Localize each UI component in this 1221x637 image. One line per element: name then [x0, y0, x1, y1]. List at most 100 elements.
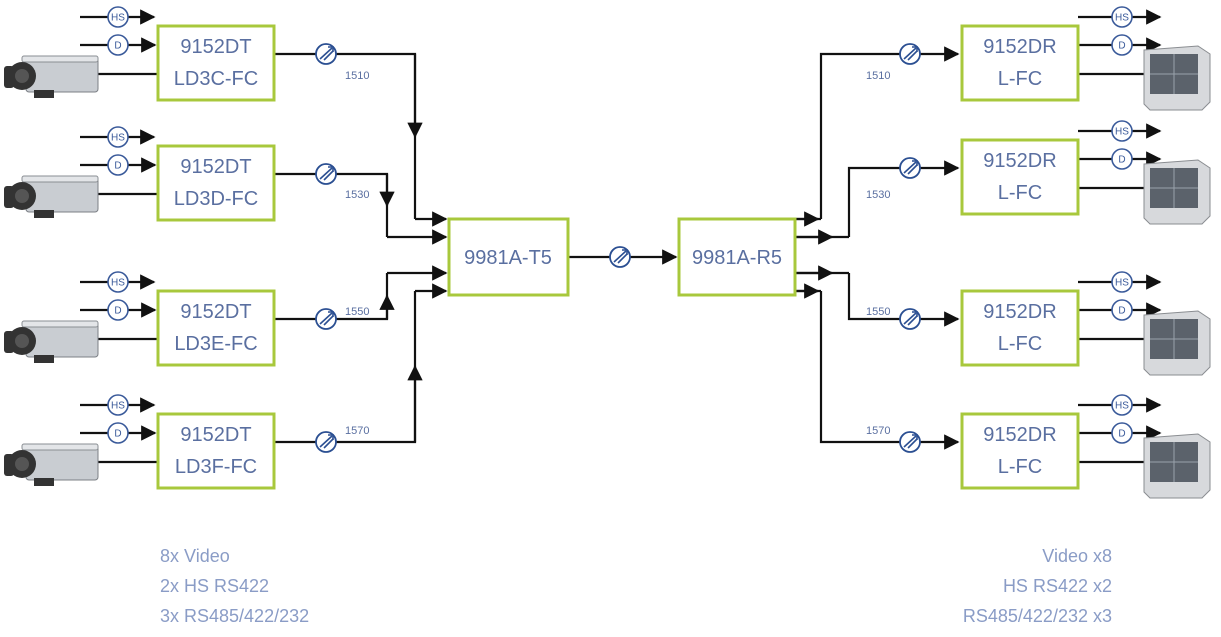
receiver-box: 9152DR L-FC: [960, 24, 1080, 102]
receiver-model: 9152DR: [983, 150, 1056, 172]
transmitter-model: 9152DT: [180, 424, 251, 446]
hs-signal: HS: [1111, 120, 1133, 142]
hs-signal-label: HS: [111, 13, 125, 24]
d-signal-label: D: [1118, 306, 1125, 317]
fiber-icon-ray: [319, 47, 333, 60]
d-signal: D: [107, 34, 129, 56]
camera-body: [25, 177, 99, 213]
fiber-optic-icon: [899, 308, 921, 330]
receiver-frame: [960, 24, 1080, 102]
right-caption-line: HS RS422 x2: [1003, 576, 1112, 596]
camera-icon: [4, 55, 99, 98]
hs-signal-label: HS: [111, 278, 125, 289]
wavelength-label: 1570: [345, 425, 369, 437]
fiber-icon-ray: [903, 47, 917, 60]
transmitter-variant: LD3F-FC: [175, 456, 257, 478]
fiber-icon-ray: [907, 315, 918, 326]
transmitter-frame: [156, 412, 276, 490]
fiber-icon-ray: [617, 253, 628, 264]
d-signal: D: [107, 299, 129, 321]
d-signal-label: D: [114, 161, 121, 172]
monitor-icon: [1143, 433, 1211, 499]
demux-label: 9981A-R5: [692, 247, 782, 269]
right-caption: Video x8 HS RS422 x2 RS485/422/232 x3: [963, 546, 1112, 626]
d-signal: D: [1111, 299, 1133, 321]
hs-signal: HS: [1111, 394, 1133, 416]
transmitter-model: 9152DT: [180, 301, 251, 323]
hs-signal-circle: [107, 271, 129, 293]
transmitter-model: 9152DT: [180, 36, 251, 58]
d-signal-circle: [1111, 299, 1133, 321]
hs-signal-label: HS: [111, 133, 125, 144]
camera-lens-inner: [15, 457, 29, 471]
transmitter-frame: [156, 144, 276, 222]
d-signal-circle: [1111, 34, 1133, 56]
d-signal-label: D: [114, 306, 121, 317]
d-signal-label: D: [1118, 155, 1125, 166]
monitor-icon: [1143, 310, 1211, 376]
d-signal-label: D: [1118, 41, 1125, 52]
left-caption-line: 3x RS485/422/232: [160, 606, 309, 626]
fiber-optic-icon: [315, 308, 337, 330]
monitor-icon: [1143, 45, 1211, 111]
hs-signal: HS: [107, 271, 129, 293]
fiber-icon-head: [912, 311, 918, 317]
camera-front: [4, 186, 14, 208]
fiber-optic-icon: [315, 431, 337, 453]
transmitter-box: 9152DT LD3E-FC: [156, 289, 276, 367]
fiber-icon-head: [912, 46, 918, 52]
d-signal: D: [1111, 422, 1133, 444]
transmitter-variant: LD3E-FC: [174, 333, 257, 355]
fiber-icon-ray: [319, 312, 333, 325]
mux-box: 9981A-T5: [447, 217, 570, 297]
wavelength-label: 1510: [866, 70, 890, 82]
camera-front: [4, 454, 14, 476]
transmitter-frame: [156, 289, 276, 367]
receiver-frame: [960, 138, 1080, 216]
hs-signal-label: HS: [1115, 401, 1129, 412]
fiber-icon-ray: [903, 312, 917, 325]
d-signal: D: [1111, 34, 1133, 56]
fiber-optic-icon: [899, 157, 921, 179]
d-signal: D: [107, 422, 129, 444]
fiber-icon-ray: [907, 164, 918, 175]
receiver-variant: L-FC: [998, 68, 1042, 90]
wire: [847, 273, 960, 327]
receiver-model: 9152DR: [983, 36, 1056, 58]
fiber-icon-head: [328, 166, 334, 172]
camera-mount: [34, 355, 54, 363]
transmitter-frame: [156, 24, 276, 102]
camera-front: [4, 66, 14, 88]
transmitter-variant: LD3D-FC: [174, 188, 258, 210]
camera-mount: [34, 210, 54, 218]
transmitter-box: 9152DT LD3F-FC: [156, 412, 276, 490]
left-caption: 8x Video 2x HS RS422 3x RS485/422/232: [160, 546, 309, 626]
fiber-icon-ray: [323, 315, 334, 326]
d-signal-label: D: [114, 429, 121, 440]
right-caption-line: Video x8: [1042, 546, 1112, 566]
d-signal-circle: [107, 299, 129, 321]
camera-body: [25, 57, 99, 93]
camera-hood: [21, 320, 99, 328]
camera-body: [25, 445, 99, 481]
hs-signal: HS: [1111, 271, 1133, 293]
d-signal-circle: [1111, 422, 1133, 444]
hs-signal-circle: [1111, 120, 1133, 142]
camera-hood: [21, 443, 99, 451]
transmitter-model: 9152DT: [180, 156, 251, 178]
wire: [847, 160, 960, 237]
fiber-optic-icon: [899, 431, 921, 453]
hs-signal-circle: [1111, 394, 1133, 416]
fiber-icon-ray: [907, 438, 918, 449]
d-signal-label: D: [114, 41, 121, 52]
fiber-icon-head: [622, 249, 628, 255]
fiber-optic-icon: [315, 43, 337, 65]
camera-mount: [34, 90, 54, 98]
hs-signal-circle: [1111, 6, 1133, 28]
fiber-optic-icon: [609, 246, 631, 268]
camera-lens-inner: [15, 69, 29, 83]
wavelength-label: 1530: [866, 189, 890, 201]
